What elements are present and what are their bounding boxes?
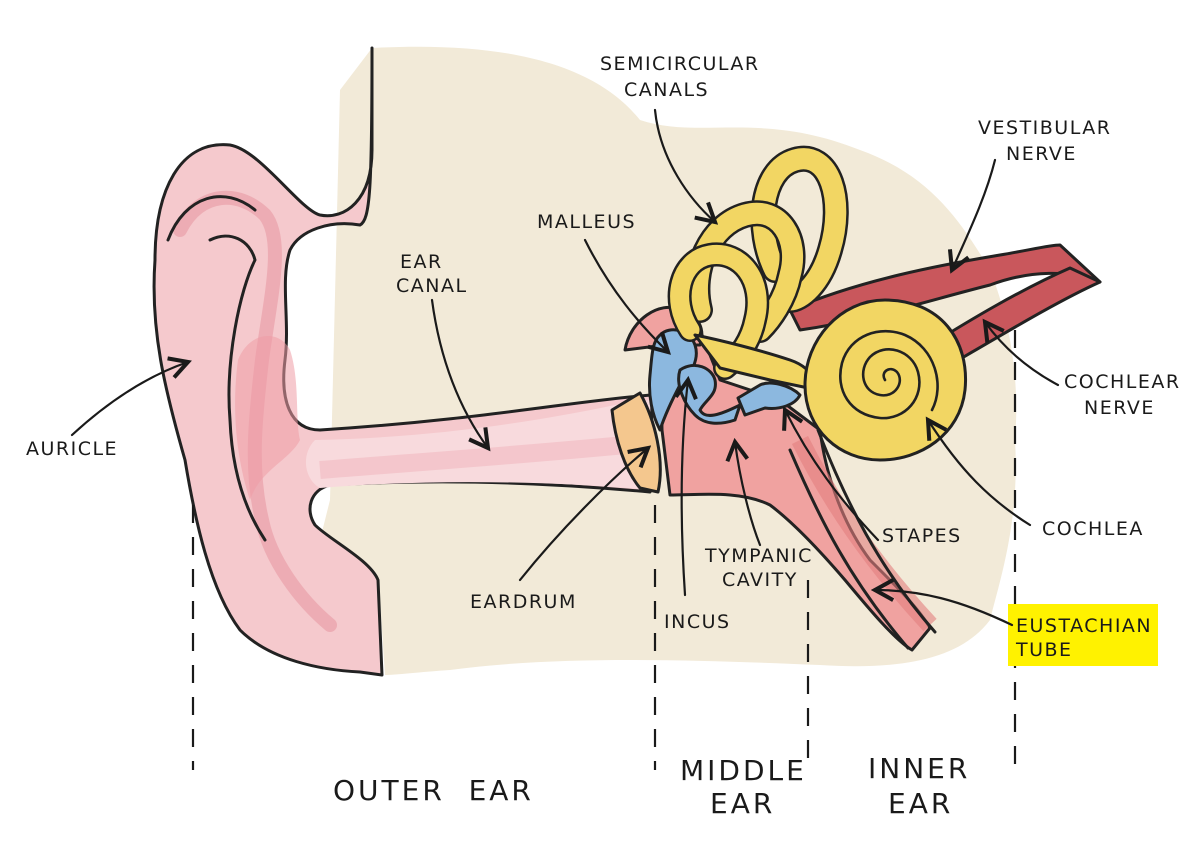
arrow-incus	[682, 380, 688, 597]
stapes-shape	[736, 381, 802, 417]
arrow-eardrum	[518, 448, 648, 582]
label-ear-canal-line2: CANAL	[396, 275, 468, 297]
region-outer-ear: OUTER EAR	[333, 774, 534, 807]
auricle-shape	[152, 46, 654, 677]
label-eardrum: EARDRUM	[470, 591, 577, 613]
arrow-vestibular-nerve	[952, 158, 997, 270]
region-middle-ear: MIDDLE	[680, 754, 807, 787]
label-cochlea: COCHLEA	[1042, 518, 1144, 540]
arrow-semicircular-canals	[653, 108, 715, 222]
cochlea-shape	[803, 298, 968, 462]
label-vestibular-nerve: VESTIBULAR	[978, 117, 1111, 139]
label-ear-canal: EAR	[400, 251, 443, 273]
label-incus: INCUS	[664, 611, 731, 633]
label-eustachian-tube-line2: TUBE	[1015, 639, 1073, 661]
arrow-eustachian-tube	[875, 590, 1014, 627]
semicircular-canals-shape	[667, 145, 849, 392]
label-cochlear-nerve-line2: NERVE	[1084, 397, 1155, 419]
arrow-cochlea	[928, 420, 1032, 527]
label-cochlear-nerve: COCHLEAR	[1064, 371, 1181, 393]
arrow-ear-canal	[430, 298, 488, 448]
arrow-auricle	[70, 362, 188, 437]
label-malleus: MALLEUS	[537, 211, 636, 233]
arrow-tympanic-cavity	[735, 442, 762, 547]
arrow-stapes	[785, 410, 880, 542]
label-tympanic-cavity: TYMPANIC	[704, 545, 813, 567]
label-vestibular-nerve-line2: NERVE	[1006, 143, 1077, 165]
label-eustachian-tube: EUSTACHIAN	[1016, 615, 1152, 637]
region-inner-ear-line2: EAR	[888, 787, 953, 820]
region-inner-ear: INNER	[868, 752, 970, 785]
label-stapes: STAPES	[882, 525, 962, 547]
label-tympanic-cavity-line2: CAVITY	[722, 569, 798, 591]
eustachian-tube-highlight	[1008, 604, 1158, 666]
label-auricle: AURICLE	[26, 438, 118, 460]
arrow-malleus	[583, 238, 668, 352]
label-semicircular-canals: SEMICIRCULAR	[600, 53, 760, 75]
region-middle-ear-line2: EAR	[710, 787, 775, 820]
label-semicircular-canals-line2: CANALS	[624, 79, 709, 101]
arrow-cochlear-nerve	[985, 322, 1060, 387]
